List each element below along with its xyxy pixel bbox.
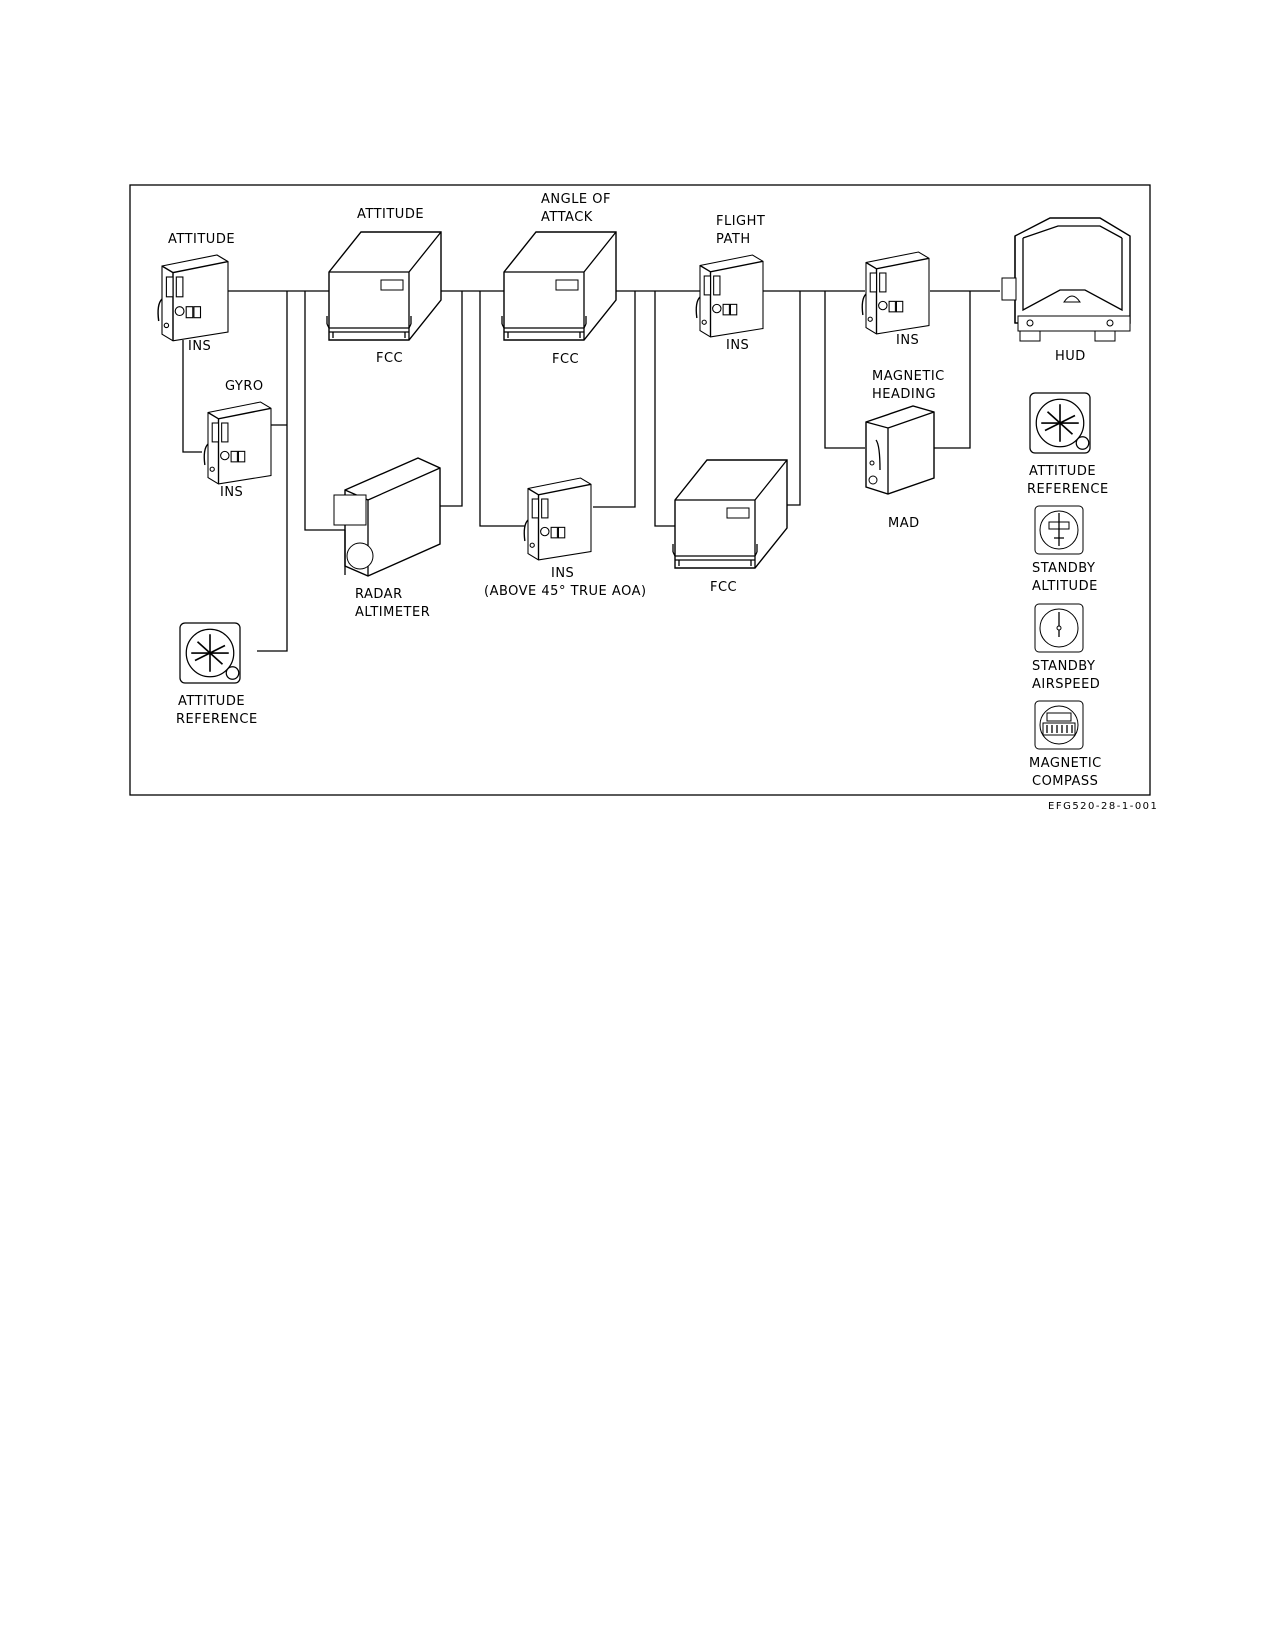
standby-airspeed-label-1: STANDBY: [1032, 659, 1095, 674]
attitude-reference-indicator-right: [1029, 392, 1091, 454]
ins-hud-unit: [861, 251, 930, 335]
diagram-frame: [129, 184, 1151, 796]
standby-altitude-indicator: [1034, 505, 1084, 555]
attitude-reference-right-label-2: REFERENCE: [1027, 482, 1109, 497]
ins-flight-path-bottom-label: INS: [726, 338, 749, 353]
magnetic-compass-indicator: [1034, 700, 1084, 750]
hud-unit: [1001, 217, 1131, 342]
radar-altimeter-label-1: RADAR: [355, 587, 403, 602]
fcc-third-unit: [672, 459, 788, 569]
fcc-aoa-bottom-label: FCC: [552, 352, 579, 367]
ins-aoa-label-2: (ABOVE 45° TRUE AOA): [484, 584, 647, 599]
fcc-attitude-bottom-label: FCC: [376, 351, 403, 366]
fcc-third-bottom-label: FCC: [710, 580, 737, 595]
fcc-aoa-top-label-1: ANGLE OF: [541, 192, 611, 207]
standby-airspeed-label-2: AIRSPEED: [1032, 677, 1100, 692]
ins-hud-bottom-label: INS: [896, 333, 919, 348]
mad-bottom-label: MAD: [888, 516, 920, 531]
avionics-block-diagram: ATTITUDE INS GYRO INS ATTITUDE REFERENCE…: [129, 184, 1158, 812]
magnetic-compass-label-2: COMPASS: [1032, 774, 1098, 789]
standby-airspeed-indicator: [1034, 603, 1084, 653]
fcc-attitude-unit: [326, 231, 442, 341]
gyro-label: GYRO: [225, 379, 264, 394]
flight-path-label-2: PATH: [716, 232, 751, 247]
fcc-aoa-top-label-2: ATTACK: [541, 210, 593, 225]
standby-altitude-label-2: ALTITUDE: [1032, 579, 1098, 594]
ins-gyro-unit: [203, 401, 272, 485]
attitude-reference-indicator-left: [179, 622, 241, 684]
figure-id: EFG520-28-1-001: [1048, 801, 1158, 812]
attitude-reference-left-label-2: REFERENCE: [176, 712, 258, 727]
fcc-aoa-unit: [501, 231, 617, 341]
ins-attitude-unit: [157, 254, 229, 342]
radar-altimeter-label-2: ALTIMETER: [355, 605, 430, 620]
hud-bottom-label: HUD: [1055, 349, 1086, 364]
attitude-reference-left-label-1: ATTITUDE: [178, 694, 245, 709]
attitude-reference-right-label-1: ATTITUDE: [1029, 464, 1096, 479]
magnetic-heading-label-2: HEADING: [872, 387, 936, 402]
gyro-ins-label: INS: [220, 485, 243, 500]
fcc-attitude-top-label: ATTITUDE: [357, 207, 424, 222]
standby-altitude-label-1: STANDBY: [1032, 561, 1095, 576]
ins-attitude-bottom-label: INS: [188, 339, 211, 354]
connection-lines: [182, 290, 1000, 652]
ins-flight-path-unit: [695, 254, 764, 338]
flight-path-label-1: FLIGHT: [716, 214, 765, 229]
magnetic-heading-label-1: MAGNETIC: [872, 369, 945, 384]
magnetic-compass-label-1: MAGNETIC: [1029, 756, 1102, 771]
ins-aoa-unit: [523, 477, 592, 561]
ins-attitude-top-label: ATTITUDE: [168, 232, 235, 247]
ins-aoa-label-1: INS: [551, 566, 574, 581]
radar-altimeter-unit: [333, 457, 441, 577]
mad-unit: [865, 405, 935, 495]
